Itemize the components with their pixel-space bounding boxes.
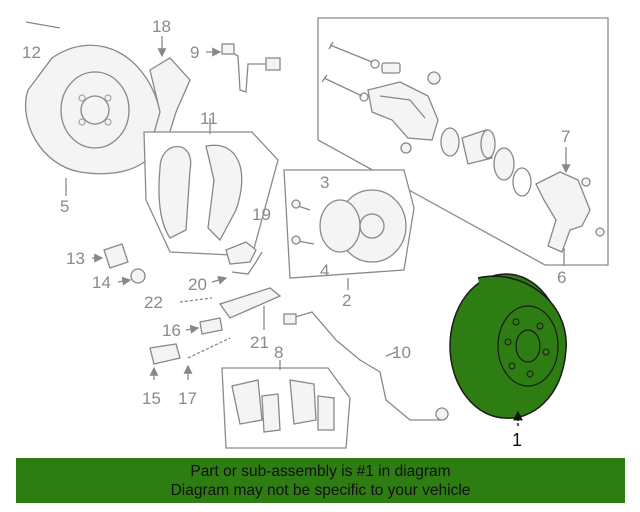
brake-rotor-part-1 [449, 273, 567, 426]
callout-15: 15 [142, 389, 161, 408]
callout-21: 21 [250, 333, 269, 352]
callout-19: 19 [252, 205, 271, 224]
callout-3: 3 [320, 173, 329, 192]
callout-14: 14 [92, 273, 111, 292]
banner-line-2: Diagram may not be specific to your vehi… [170, 482, 471, 499]
callout-22: 22 [144, 293, 163, 312]
callout-5: 5 [60, 197, 69, 216]
hub-panel [283, 169, 415, 290]
sensor-wire [283, 311, 449, 421]
callout-10: 10 [392, 343, 411, 362]
brake-pad-panel [221, 360, 351, 449]
callout-4: 4 [320, 261, 329, 280]
callout-12: 12 [22, 43, 41, 62]
parts-diagram: 1 2 3 4 5 6 7 8 9 10 11 12 13 14 15 16 1… [22, 17, 609, 450]
callout-6: 6 [557, 268, 566, 287]
small-parts [92, 241, 282, 380]
callout-13: 13 [66, 249, 85, 268]
part-18-bracket [149, 36, 191, 141]
callout-labels: 1 2 3 4 5 6 7 8 9 10 11 12 13 14 15 16 1… [22, 17, 570, 450]
callout-8: 8 [274, 343, 283, 362]
brake-shoe-panel [143, 118, 279, 257]
callout-17: 17 [178, 389, 197, 408]
callout-20: 20 [188, 275, 207, 294]
callout-9: 9 [190, 43, 199, 62]
callout-18: 18 [152, 17, 171, 36]
caliper-panel [317, 17, 609, 266]
callout-2: 2 [342, 291, 351, 310]
callout-7: 7 [561, 127, 570, 146]
backing-plate [24, 21, 163, 196]
callout-11: 11 [200, 109, 218, 128]
part-9-hose [206, 43, 281, 93]
callout-16: 16 [162, 321, 181, 340]
info-banner: Part or sub-assembly is #1 in diagram Di… [16, 458, 625, 503]
callout-1: 1 [512, 430, 522, 450]
banner-line-1: Part or sub-assembly is #1 in diagram [190, 463, 451, 480]
